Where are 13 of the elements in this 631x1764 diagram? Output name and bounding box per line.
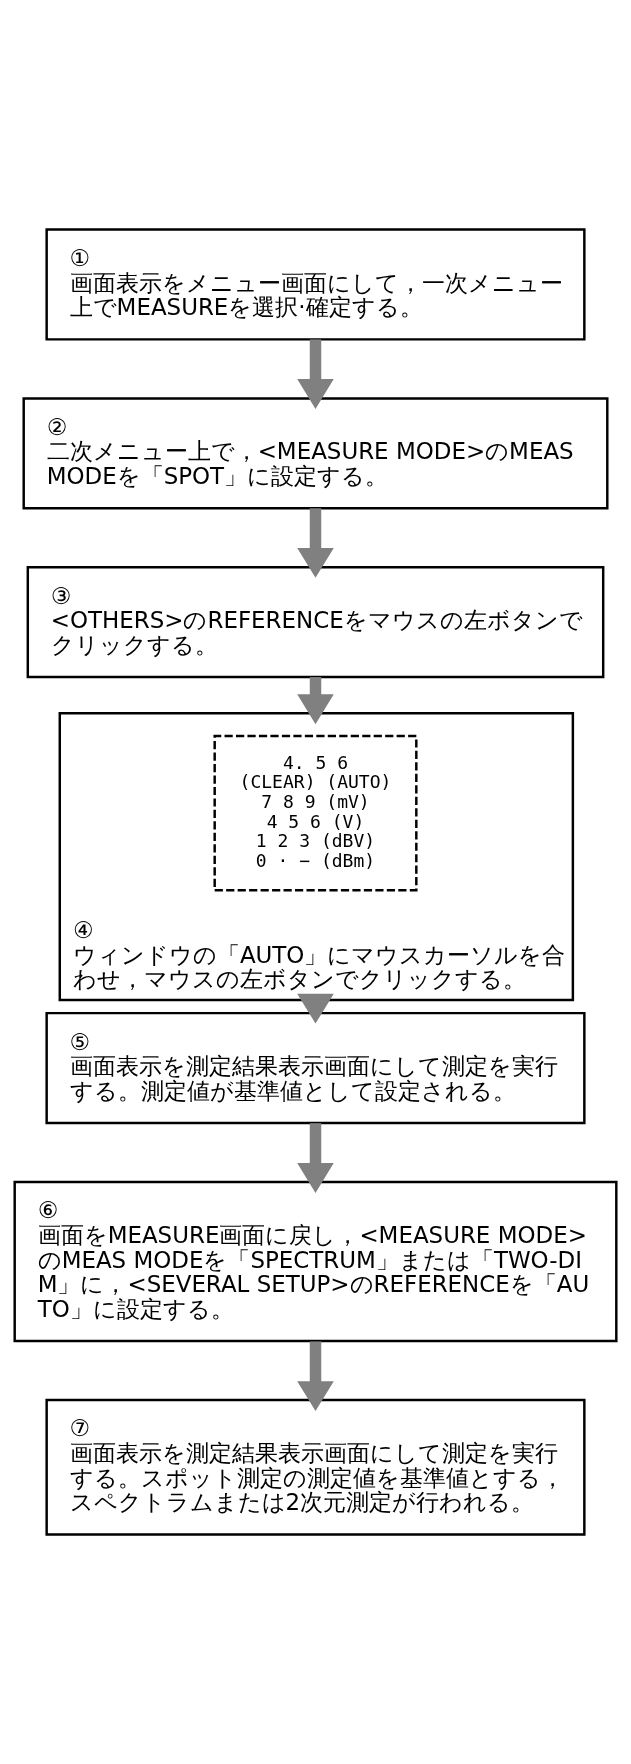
node-box: ⑤ 画面表示を測定結果表示画面にして測定を実行する。測定値が基準値として設定される。 bbox=[45, 1011, 586, 1125]
arrow bbox=[297, 508, 334, 578]
arrow bbox=[297, 677, 334, 725]
node-box: 4. 5 6 (CLEAR) (AUTO) 7 8 9 (mV) 4 5 6 (V) 1 2 3 (dBV) 0 · − (dBm) bbox=[213, 734, 418, 892]
arrow bbox=[297, 339, 334, 409]
arrow bbox=[297, 1341, 334, 1411]
node-box: ⑥ 画面をMEASURE画面に戻し，<MEASURE MODE>のMEAS MODEを「SPECTRUM」または「TWO-DIM」に，<SEVERAL SETUP>のREFERENCEを「AUTO」に設定する。 bbox=[13, 1180, 618, 1343]
node-box: ③ <OTHERS>のREFERENCEをマウスの左ボタンでクリックする。 bbox=[26, 566, 605, 679]
node-box: ② 二次メニュー上で，<MEASURE MODE>のMEAS MODEを「SPOT」に設定する。 bbox=[22, 397, 609, 510]
arrow bbox=[297, 1123, 334, 1193]
node-box: ① 画面表示をメニュー画面にして，一次メニュー上でMEASUREを選択·確定する。 bbox=[45, 228, 586, 341]
arrow bbox=[297, 993, 334, 1024]
node-box: ⑦ 画面表示を測定結果表示画面にして測定を実行する。スポット測定の測定値を基準値とする，スペクトラムまたは2次元測定が行われる。 bbox=[45, 1398, 586, 1536]
